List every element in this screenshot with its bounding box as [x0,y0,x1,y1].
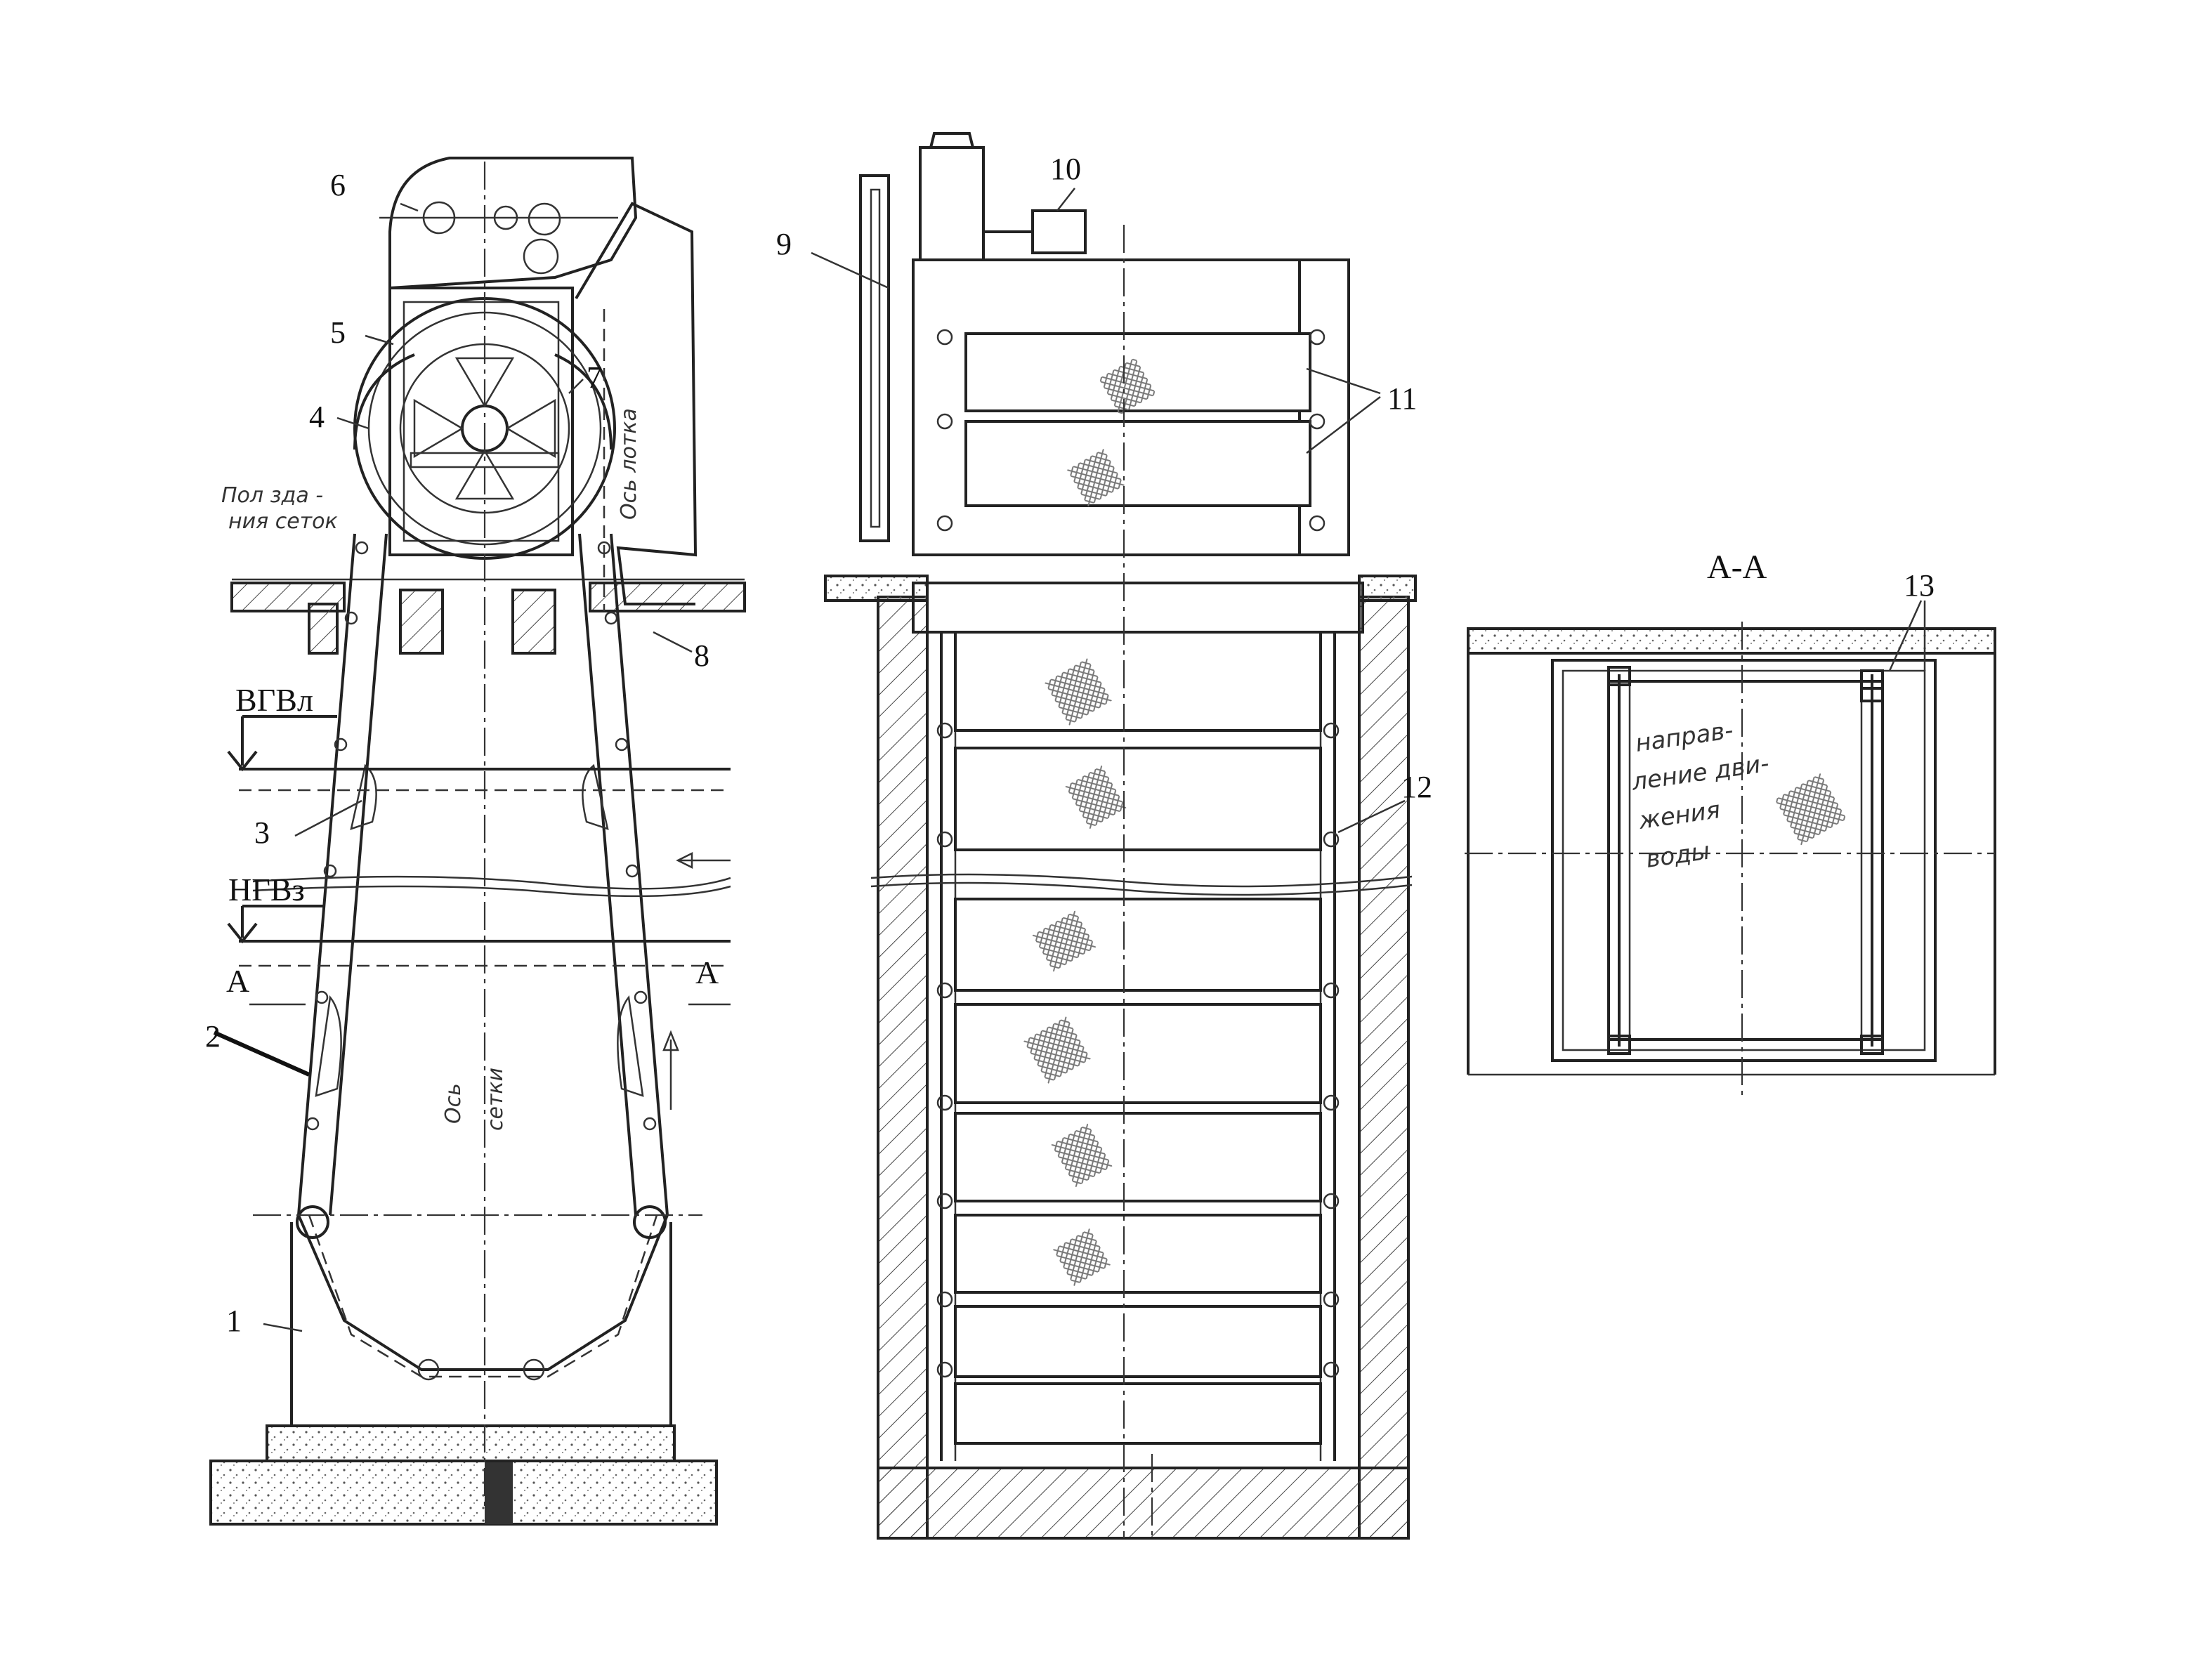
floor-slab-right [589,582,746,612]
floor-support-left [308,603,339,655]
flow-note-3: жения [1637,796,1722,835]
label-13: 13 [1904,568,1935,603]
section-marker-right: А [695,955,719,990]
channel-wall-right [1358,596,1410,1540]
section-frame-outer [1551,659,1937,1062]
label-7: 7 [587,360,602,395]
lower-panel-7 [954,1305,1322,1378]
lower-panel-8 [954,1382,1322,1445]
base-slab-joint [485,1461,513,1524]
floor-slab-left [230,582,346,612]
lower-panel-3 [954,898,1322,992]
chain-left-inner [329,533,388,1216]
side-drive-column [859,174,890,542]
floor-note-line2: ния сеток [228,509,338,534]
chain-bottom-loop [308,1214,658,1378]
base-slab [209,1460,718,1526]
tray [575,202,698,605]
tray-axis-label: Ось лотка [617,408,641,520]
label-4: 4 [309,400,325,434]
section-screen [1607,680,1884,1041]
chain-top-left [353,353,415,450]
drive-foundation-1 [399,589,444,655]
label-6: 6 [330,168,346,202]
label-5: 5 [330,315,346,350]
section-a-a [1465,600,1996,1096]
reducer-10 [1031,209,1087,254]
chain-right-outer [610,533,669,1216]
drive-frame [388,287,574,556]
floor-crossbeam [912,582,1364,634]
floor-note-line1: Пол зда - [221,483,323,508]
section-top-slab [1467,627,1996,655]
lower-panel-5 [954,1112,1322,1202]
label-1: 1 [226,1304,242,1338]
channel-wall-left [877,596,929,1540]
chain-right-inner [578,533,637,1216]
section-title: А-А [1707,549,1767,586]
side-view [209,157,746,1526]
label-10: 10 [1050,152,1081,186]
flow-note-1: направ- [1634,716,1735,758]
chain-top-right [554,353,613,450]
front-view [811,132,1417,1540]
channel-floor [877,1467,1410,1540]
lower-panel-1 [954,631,1322,732]
label-3: 3 [254,815,270,850]
label-8: 8 [694,638,709,673]
upper-water-level-label: ВГВл [235,682,313,718]
label-9: 9 [776,227,792,261]
lower-panel-4 [954,1003,1322,1104]
drive-motor [919,146,985,261]
screen-axis-label-2: сетки [483,1068,508,1131]
base-concrete [266,1424,676,1462]
drive-foundation-2 [511,589,556,655]
lower-panel-6 [954,1214,1322,1294]
label-12: 12 [1401,770,1432,804]
lower-water-level-label: НГВз [228,872,305,907]
screen-axis-label-1: Ось [441,1083,466,1124]
flow-note-4: воды [1644,837,1712,874]
section-marker-left: А [226,963,249,999]
flow-note-2: ление дви- [1630,749,1771,796]
upper-panel-2 [964,420,1311,507]
drive-housing [388,157,638,290]
label-11: 11 [1387,381,1417,416]
lower-panel-2 [954,747,1322,851]
label-2: 2 [205,1019,221,1054]
